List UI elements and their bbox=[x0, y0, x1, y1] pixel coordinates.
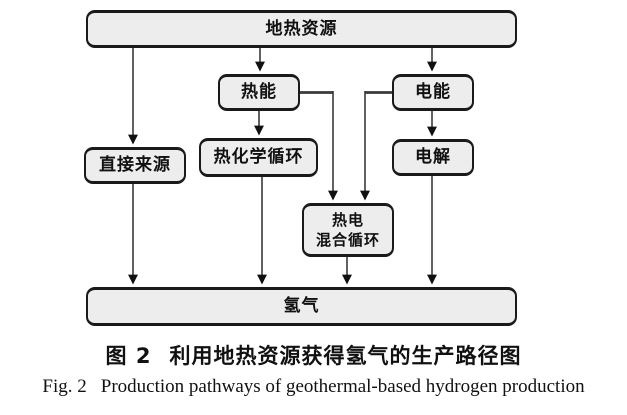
node-direct-source: 直接来源 bbox=[84, 147, 186, 184]
node-geothermal-resources: 地热资源 bbox=[86, 10, 517, 48]
figure-number-zh: 图 2 bbox=[105, 344, 152, 368]
figure-caption-chinese: 图 2 利用地热资源获得氢气的生产路径图 bbox=[0, 340, 627, 370]
node-electric-energy: 电能 bbox=[392, 74, 474, 111]
figure-title-zh: 利用地热资源获得氢气的生产路径图 bbox=[169, 344, 522, 368]
figure-caption-english: Fig. 2 Production pathways of geothermal-… bbox=[0, 376, 627, 398]
hybrid-cycle-line-2: 混合循环 bbox=[315, 231, 380, 249]
node-thermochemical-cycle: 热化学循环 bbox=[199, 138, 318, 177]
node-hydrogen: 氢气 bbox=[86, 287, 517, 326]
node-electrolysis: 电解 bbox=[392, 139, 474, 176]
figure-number-en: Fig. 2 bbox=[42, 376, 87, 397]
hybrid-cycle-line-1: 热电 bbox=[331, 210, 364, 229]
figure-title-en: Production pathways of geothermal-based … bbox=[100, 376, 585, 397]
node-thermal-energy: 热能 bbox=[218, 74, 300, 111]
node-thermoelectric-hybrid-cycle: 热电 混合循环 bbox=[302, 203, 394, 257]
